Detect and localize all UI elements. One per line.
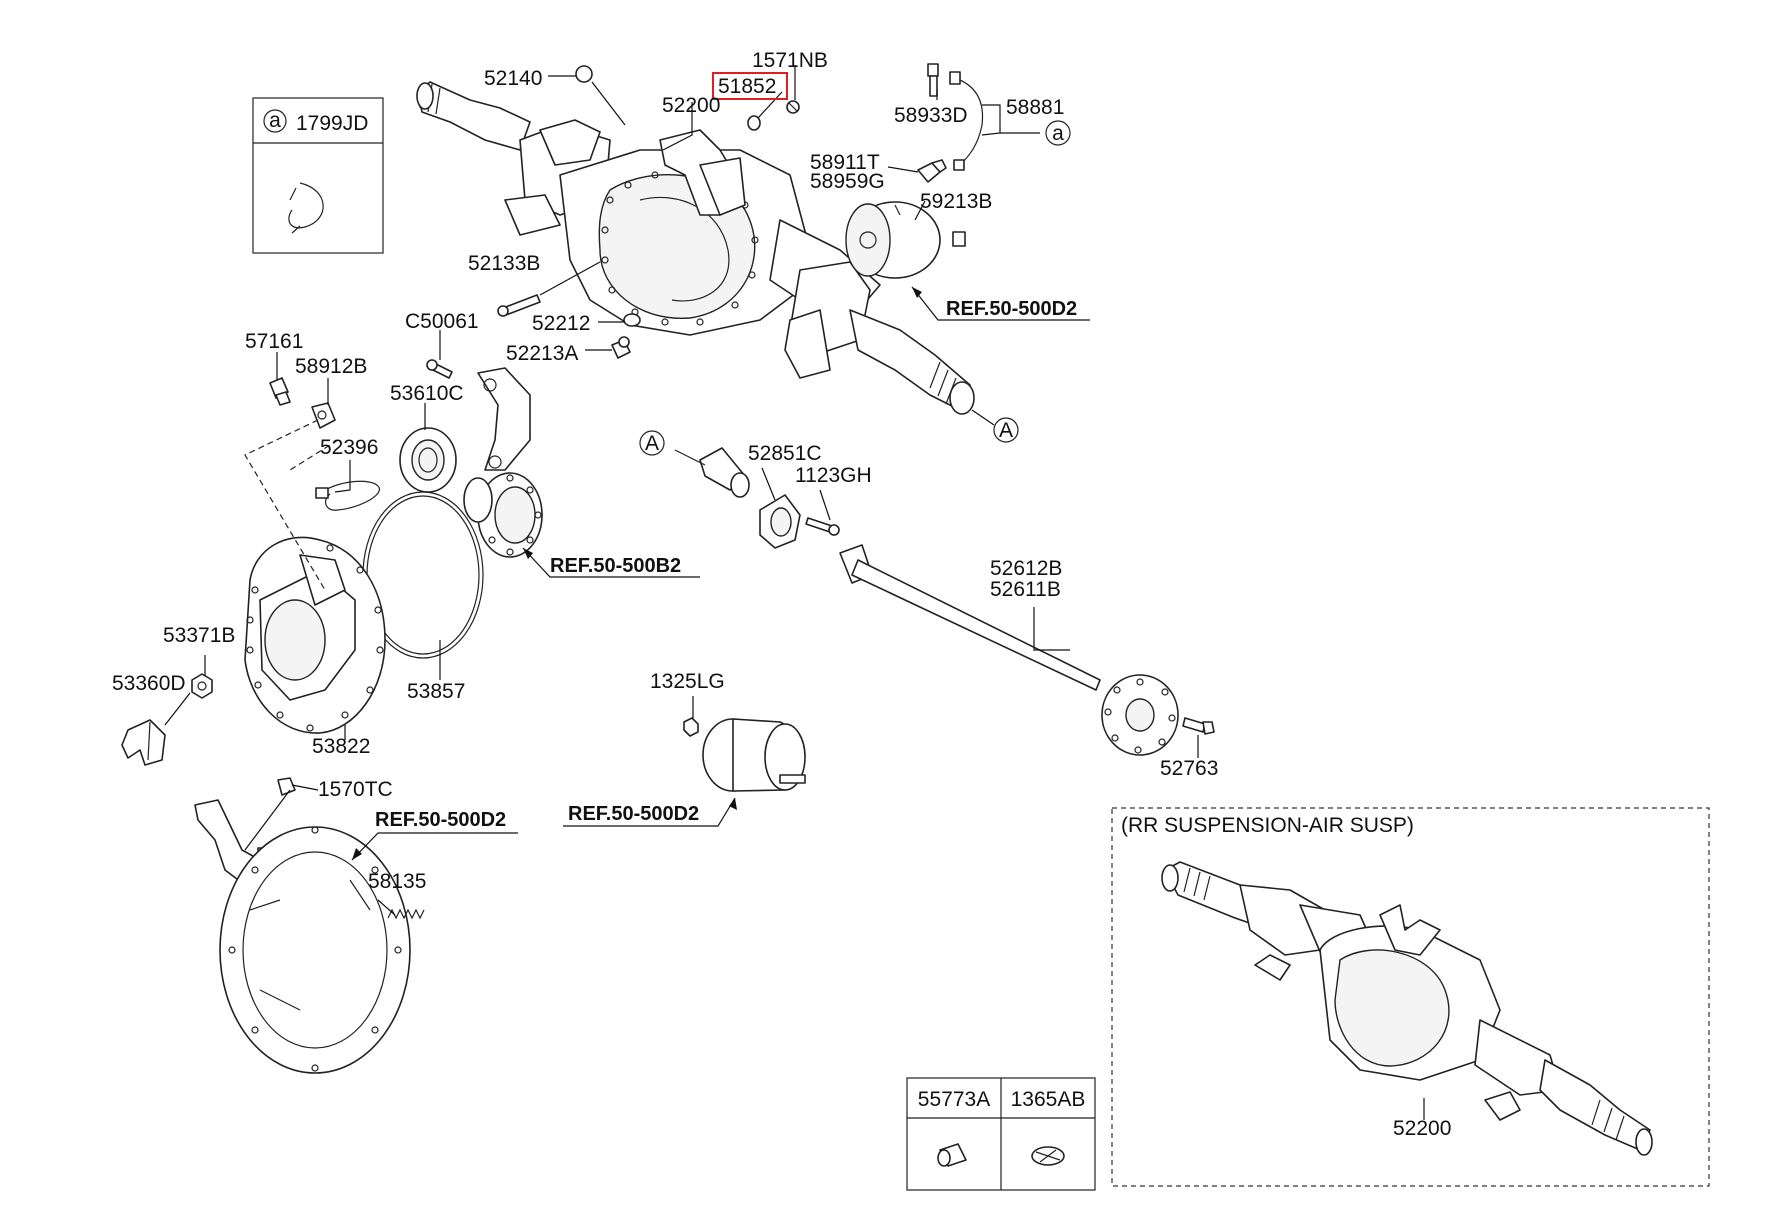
chamber-59213b xyxy=(845,201,966,279)
leader-lines xyxy=(164,65,1425,1120)
bushing-icon xyxy=(937,1143,967,1167)
label-58135: 58135 xyxy=(368,870,426,893)
callout-A-pin: A xyxy=(639,430,665,456)
table-col2: 1365AB xyxy=(1011,1088,1086,1111)
bearing-cap-c50061 xyxy=(477,367,531,471)
vent-52396 xyxy=(315,480,381,511)
flange-52851c xyxy=(759,494,801,549)
label-52611b: 52611B xyxy=(990,578,1061,601)
svg-text:a: a xyxy=(1052,122,1064,145)
legend-box-1799jd: a 1799JD xyxy=(252,97,384,254)
label-57161: 57161 xyxy=(245,330,303,353)
chamber-1325lg xyxy=(683,717,806,792)
hose-58881 xyxy=(949,71,984,171)
fitting-58933d xyxy=(927,63,939,97)
ref-low: REF.50-500D2 xyxy=(375,809,506,831)
inset-air-susp: (RR SUSPENSION-AIR SUSP) 52200 xyxy=(1111,807,1710,1187)
callout-a-hose: a xyxy=(1045,120,1071,146)
label-52851c: 52851C xyxy=(748,442,822,465)
clip-icon xyxy=(288,182,324,229)
ref-b2: REF.50-500B2 xyxy=(550,555,681,577)
bottom-parts-table: 55773A 1365AB xyxy=(906,1077,1096,1191)
bolt-52763 xyxy=(1182,717,1215,735)
nut-53371b xyxy=(191,673,213,699)
label-1325lg: 1325LG xyxy=(650,670,725,693)
bearing-53610c xyxy=(399,427,457,493)
clip-1365ab-icon xyxy=(1031,1146,1065,1166)
bolt-1571nb xyxy=(786,100,800,114)
label-52612b: 52612B xyxy=(990,557,1062,580)
ref-top: REF.50-500D2 xyxy=(946,298,1077,320)
label-c50061: C50061 xyxy=(405,310,479,333)
label-1571nb: 1571NB xyxy=(752,49,828,72)
label-58933d: 58933D xyxy=(894,104,968,127)
inset-axle xyxy=(1161,861,1653,1156)
label-58959g: 58959G xyxy=(810,170,885,193)
sensor-57161 xyxy=(269,377,291,406)
svg-text:A: A xyxy=(645,432,659,455)
label-52396: 52396 xyxy=(320,436,378,459)
washer-51852 xyxy=(747,115,761,131)
elbow-58911t xyxy=(917,159,947,183)
label-52140: 52140 xyxy=(484,67,542,90)
svg-text:A: A xyxy=(999,419,1013,442)
label-52200-bottom: 52200 xyxy=(1393,1117,1451,1140)
ref-lines xyxy=(351,286,1090,861)
label-58911t: 58911T xyxy=(810,151,880,174)
label-52213a: 52213A xyxy=(506,342,578,365)
label-58912b: 58912B xyxy=(295,355,367,378)
label-51852: 51852 xyxy=(718,75,776,98)
label-58881: 58881 xyxy=(1006,96,1064,119)
label-1570tc: 1570TC xyxy=(318,778,393,801)
label-52212: 52212 xyxy=(532,312,590,335)
shaft-52612b xyxy=(839,544,1179,756)
bracket-53360d xyxy=(121,719,166,766)
inset-title: (RR SUSPENSION-AIR SUSP) xyxy=(1121,814,1414,837)
ref-mid: REF.50-500D2 xyxy=(568,803,699,825)
clip-58912b xyxy=(311,402,336,429)
legend-code: 1799JD xyxy=(296,112,368,135)
backing-plate xyxy=(219,826,411,1074)
axle-housing xyxy=(416,81,975,415)
label-53822: 53822 xyxy=(312,735,370,758)
label-59213b: 59213B xyxy=(920,190,992,213)
label-53360d: 53360D xyxy=(112,672,186,695)
plug-52213a xyxy=(611,336,631,359)
washer-52212 xyxy=(623,313,641,327)
label-52133b: 52133B xyxy=(468,252,540,275)
highlight-box-51852 xyxy=(712,72,788,100)
part-labels: 52140 1571NB 51852 52200 58933D 58881 58… xyxy=(112,49,1218,893)
table-col1: 55773A xyxy=(918,1088,990,1111)
label-52763: 52763 xyxy=(1160,757,1218,780)
label-1123gh: 1123GH xyxy=(795,464,872,487)
callout-A-axle: A xyxy=(971,409,1019,443)
label-53857: 53857 xyxy=(407,680,465,703)
legend-tag: a xyxy=(269,109,281,132)
bolt-52133b xyxy=(497,294,541,317)
label-53610c: 53610C xyxy=(390,382,464,405)
label-52200-top: 52200 xyxy=(662,94,720,117)
plug-52140 xyxy=(575,65,593,83)
pin-A xyxy=(674,447,750,498)
carrier-53822 xyxy=(244,536,386,734)
flange-ref-b2 xyxy=(463,472,543,558)
bolt-1123gh xyxy=(805,517,840,536)
bolt-c50061 xyxy=(426,359,453,379)
label-53371b: 53371B xyxy=(163,624,235,647)
